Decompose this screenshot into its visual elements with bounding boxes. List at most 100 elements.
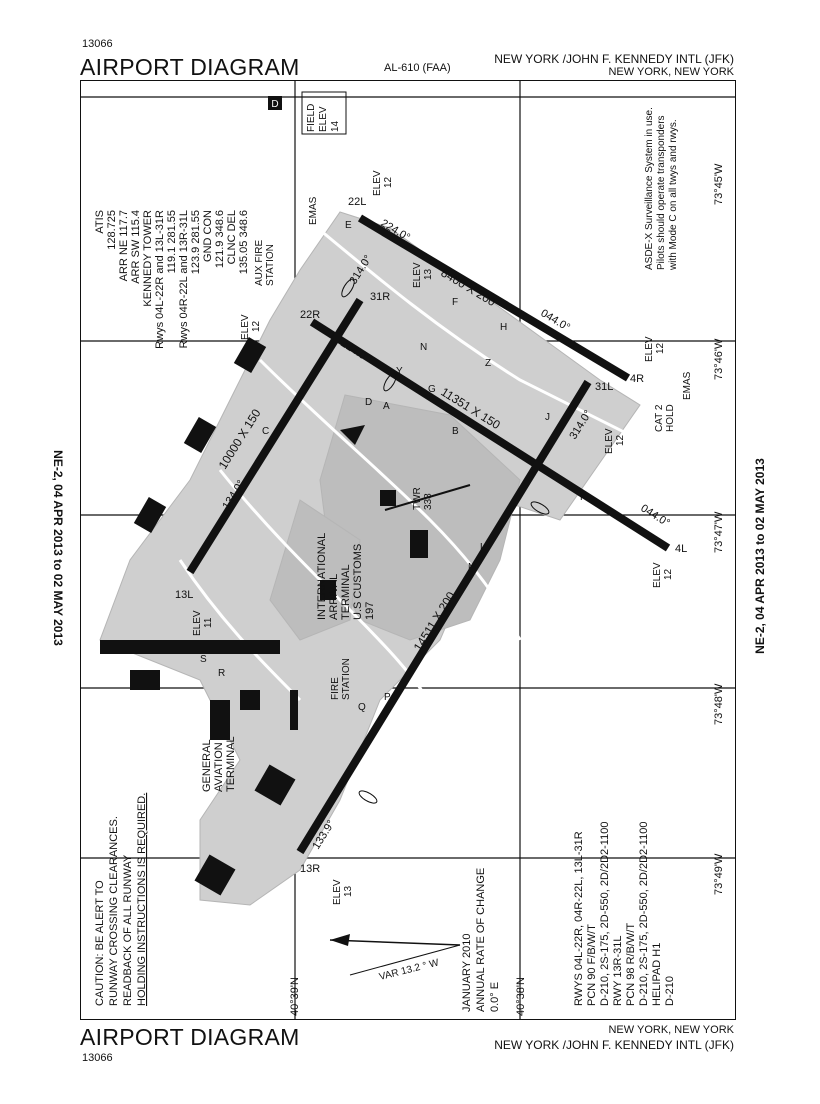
cat2-hold-label: CAT 2 [654,404,665,432]
taxiway-labels: A B C D E F G H J K L M N P Q R S Y Z [200,220,587,713]
taxiway-label: N [420,342,427,353]
compass-marks [341,278,550,804]
elevation-label: ELEV [604,428,615,454]
field-elev-line: 14 [330,120,341,132]
terminal-label: INTERNATIONAL [316,533,328,620]
runway-end-13l: 13L [175,589,193,601]
frequency-line: KENNEDY TOWER [142,210,154,307]
asde-note: ASDE-X Surveillance System in use. [644,107,655,270]
ga-terminal-label: GENERAL [201,739,213,792]
al-number: AL-610 (FAA) [384,62,451,74]
elevation-value: 11 [203,617,214,628]
terminal-label: U.S CUSTOMS [352,544,364,620]
longitude-label: 73°47'W [713,511,725,553]
frequency-line: Rwys 04L-22R and 13L-31R [154,210,166,349]
runway-4l-22r [309,318,671,552]
elevation-label: ELEV [240,314,251,340]
cat2-hold-label: HOLD [665,404,676,432]
airport-name-top: NEW YORK /JOHN F. KENNEDY INTL (JFK) [494,52,734,66]
elevation-label: ELEV [644,336,655,362]
runway-end-13r: 13R [300,863,320,875]
pcn-note: HELIPAD H1 [651,943,663,1006]
emas-label: EMAS [682,371,693,400]
frequency-line: 135.05 348.6 [238,210,250,274]
elevation-value: 12 [251,320,262,332]
taxiway-lines [178,228,641,721]
city-state-top: NEW YORK, NEW YORK [608,66,734,78]
pcn-note: RWY 13R-31L [612,935,624,1006]
taxiway-label: C [262,426,269,437]
latitude-label: 40°39'N [289,977,301,1016]
elevation-value: 12 [655,342,666,354]
pcn-note: PCN 90 F/B/W/T [586,924,598,1006]
taxiway-label: L [480,542,486,553]
aux-fire-station-label: STATION [265,244,276,286]
longitude-label: 73°46'W [713,338,725,380]
field-elev-line: ELEV [318,106,329,132]
elevation-value: 13 [343,885,354,897]
terminal-label: 197 [364,602,376,620]
taxiway-label: H [500,322,507,333]
runway-13l-31r [186,297,364,575]
taxiway-label: S [200,654,207,665]
taxiway-label: A [383,401,390,412]
caution-note: CAUTION: BE ALERT TO [94,880,106,1006]
frequency-line: GND CON [202,210,214,262]
variation-label: VAR 13.2 ° W [378,957,440,983]
elevation-value: 13 [423,268,434,280]
tower-wall [384,484,471,511]
runway-end-22l: 22L [348,196,366,208]
runway-end-4r: 4R [630,373,644,385]
taxiway-label: Q [358,702,366,713]
asde-note: with Mode C on all twys and rwys. [668,119,679,271]
title-top: AIRPORT DIAGRAM [80,54,300,80]
d-symbol-box [268,96,282,110]
caution-note: HOLDING INSTRUCTIONS IS REQUIRED. [136,793,148,1006]
map-labels: 8400 X 200 11351 X 150 10000 X 150 14511… [94,91,725,1016]
field-elev-line: FIELD [306,104,317,132]
variation-rate-title: ANNUAL RATE OF CHANGE [475,868,487,1012]
frequency-line: CLNC DEL [226,210,238,264]
runway-13r-31l [296,379,592,855]
taxiway-label: D [365,397,372,408]
chart-number-bottom: 13066 [82,1052,113,1064]
pcn-note: RWYS 04L-22R, 04R-22L, 13L-31R [573,831,585,1006]
latitude-label: 40°38'N [515,977,527,1016]
taxiway-label: F [452,297,458,308]
taxiway-label: Y [396,366,403,377]
elevation-label: ELEV [192,610,203,636]
taxiway-label: M [468,562,476,573]
variation-date: JANUARY 2010 [461,934,473,1012]
frequency-line: 121.9 348.6 [214,210,226,268]
variation-rate: 0.0° E [489,982,501,1012]
elevation-value: 12 [615,434,626,446]
diagram-frame [80,80,736,1020]
pcn-note: D-210 [664,976,676,1006]
taxiway-label: P [384,692,391,703]
chart-number-top: 13066 [82,38,113,50]
frequency-line: ATIS [94,210,106,234]
elevation-label: ELEV [652,562,663,588]
terminal-label: ARRIVAL [328,574,340,620]
longitude-label: 73°49'W [713,853,725,895]
taxiway-label: E [345,220,352,231]
runway-4r-22l [357,214,631,382]
elevation-label: ELEV [412,262,423,288]
ga-terminal-label: TERMINAL [225,736,237,792]
runway-end-22r: 22R [300,309,320,321]
fire-station-label: STATION [341,658,352,700]
asde-note: Pilots should operate transponders [656,115,667,270]
tower-label: 338 [423,493,434,510]
runway-end-31r: 31R [370,291,390,303]
pcn-note: D-210, 2S-175, 2D-550, 2D/2D2-1100 [599,822,611,1006]
taxiway-label: B [452,426,459,437]
taxiway-label: G [428,384,436,395]
d-symbol: D [271,99,278,110]
emas-label: EMAS [308,196,319,225]
tower-label: TWR [412,487,423,510]
variation-arrow [329,934,461,976]
elevation-label: ELEV [372,170,383,196]
pcn-note: D-210, 2S-175, 2D-550, 2D/2D2-1100 [638,822,650,1006]
title-bottom: AIRPORT DIAGRAM [80,1024,300,1050]
terminal-label: TERMINAL [340,564,352,620]
